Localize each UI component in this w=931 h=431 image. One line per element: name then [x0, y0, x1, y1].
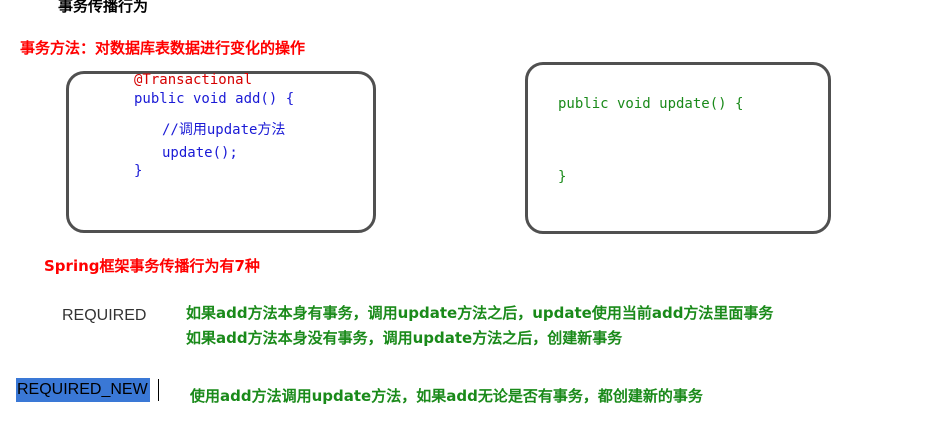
update-call: update(); — [162, 145, 238, 161]
behavior-name-required: REQUIRED — [62, 307, 147, 324]
behavior-desc-line: 如果add方法本身有事务，调用update方法之后，update使用当前add方… — [186, 304, 774, 322]
text-cursor — [158, 379, 159, 401]
behavior-desc-line: 使用add方法调用update方法，如果add无论是否有事务，都创建新的事务 — [190, 387, 703, 405]
add-method-box — [66, 71, 376, 233]
behavior-desc-line: 如果add方法本身没有事务，调用update方法之后，创建新事务 — [186, 329, 623, 347]
update-signature: public void update() { — [558, 96, 744, 112]
propagation-count-note: Spring框架事务传播行为有7种 — [44, 257, 260, 275]
page-title: 事务传播行为 — [58, 0, 149, 15]
code-comment: //调用update方法 — [162, 122, 286, 138]
behavior-name-required-new[interactable]: REQUIRED_NEW — [16, 378, 150, 402]
update-method-box — [525, 62, 831, 234]
annotation-text: @Transactional — [134, 72, 253, 88]
update-close-brace: } — [558, 169, 567, 185]
add-close-brace: } — [134, 163, 143, 179]
subtitle: 事务方法：对数据库表数据进行变化的操作 — [20, 39, 306, 57]
add-signature: public void add() { — [134, 91, 295, 107]
